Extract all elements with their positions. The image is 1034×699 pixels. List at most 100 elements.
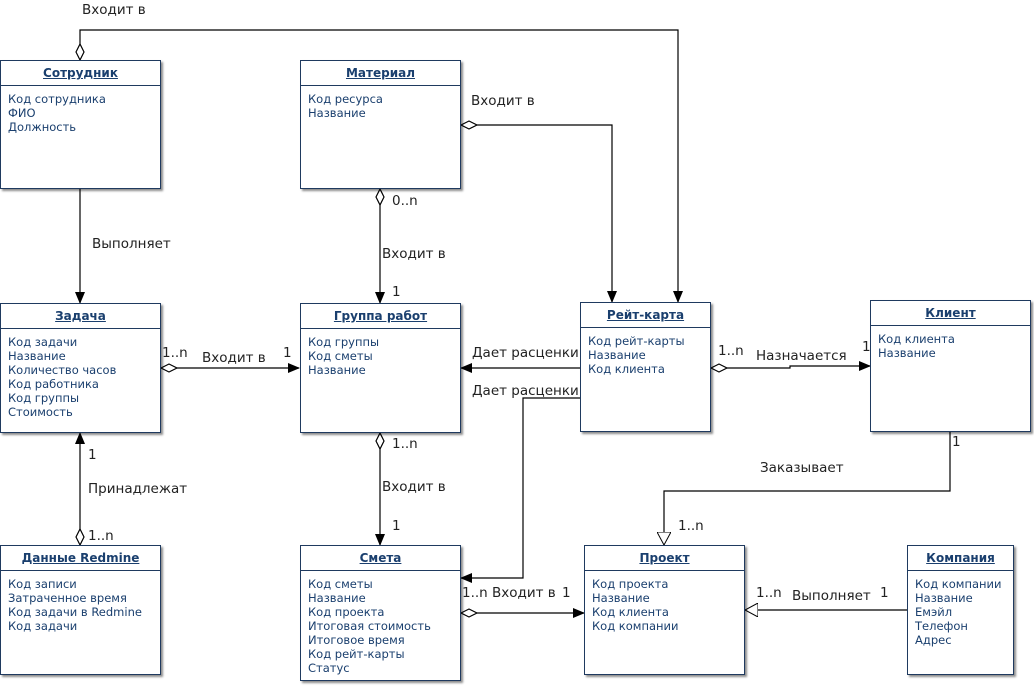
diamond-employee (75, 42, 85, 62)
label-group-one-left: 1 (283, 345, 292, 361)
label-estimate-one-top: 1 (392, 518, 401, 534)
edge-ratecard-estimate (460, 397, 580, 583)
attr: Код задачи (8, 335, 78, 349)
attr: Название (308, 591, 366, 605)
label-gives-rates-1: Дает расценки (472, 345, 579, 361)
attr: Код рейт-карты (308, 647, 405, 661)
label-task-mult: 1..n (162, 345, 188, 361)
label-estimate-in-project: Входит в (492, 585, 556, 601)
label-assigned: Назначается (756, 348, 847, 364)
attr: Код проекта (592, 577, 669, 591)
attr: ФИО (8, 106, 36, 120)
attr: Название (308, 106, 366, 120)
entity-material-attrs: Код ресурса Название (301, 86, 460, 126)
entity-task-attrs: Код задачи Название Количество часов Код… (1, 329, 160, 425)
attr: Код записи (8, 577, 77, 591)
diamond-task-right (159, 363, 179, 373)
label-belongs: Принадлежат (88, 481, 188, 497)
attr: Код клиента (592, 605, 669, 619)
attr: Название (878, 346, 936, 360)
entity-employee-attrs: Код сотрудника ФИО Должность (1, 86, 160, 140)
entity-employee-title: Сотрудник (1, 61, 160, 86)
entity-project-attrs: Код проекта Название Код клиента Код ком… (585, 571, 744, 639)
label-client-one-left: 1 (862, 339, 871, 355)
attr: Должность (8, 120, 77, 134)
entity-client[interactable]: Клиент Код клиента Название (870, 300, 1031, 432)
label-project-mult-top: 1..n (678, 518, 704, 534)
entity-rate-card-attrs: Код рейт-карты Название Код клиента (581, 328, 710, 382)
entity-work-group[interactable]: Группа работ Код группы Код сметы Назван… (300, 303, 461, 433)
entity-company[interactable]: Компания Код компании Название Емэйл Тел… (907, 545, 1014, 675)
attr: Код работника (8, 377, 99, 391)
entity-material[interactable]: Материал Код ресурса Название (300, 60, 461, 189)
attr: Код задачи в Redmine (8, 605, 142, 619)
entity-redmine-attrs: Код записи Затраченное время Код задачи … (1, 571, 160, 639)
attr: Телефон (915, 619, 968, 633)
entity-estimate-attrs: Код сметы Название Код проекта Итоговая … (301, 571, 460, 681)
diamond-estimate-right (459, 608, 479, 618)
label-project-one-left: 1 (562, 585, 571, 601)
attr: Стоимость (8, 405, 73, 419)
attr: Итоговая стоимость (308, 619, 431, 633)
entity-company-attrs: Код компании Название Емэйл Телефон Адре… (908, 571, 1013, 653)
entity-task-title: Задача (1, 304, 160, 329)
diamond-redmine-top (75, 527, 85, 547)
entity-material-title: Материал (301, 61, 460, 86)
entity-work-group-title: Группа работ (301, 304, 460, 329)
attr: Код сметы (308, 349, 373, 363)
attr: Итоговое время (308, 633, 405, 647)
label-estimate-mult: 1..n (462, 585, 488, 601)
attr: Адрес (915, 633, 952, 647)
attr: Код задачи (8, 619, 78, 633)
label-material-in-group: Входит в (382, 246, 446, 262)
entity-rate-card[interactable]: Рейт-карта Код рейт-карты Название Код к… (580, 302, 711, 432)
entity-redmine-title: Данные Redmine (1, 546, 160, 571)
entity-project-title: Проект (585, 546, 744, 571)
label-redmine-mult: 1..n (88, 528, 114, 544)
entity-rate-card-title: Рейт-карта (581, 303, 710, 328)
attr: Количество часов (8, 363, 117, 377)
edge-client-project (664, 432, 951, 545)
label-task-one-bottom: 1 (88, 447, 97, 463)
label-group-mult-bottom: 1..n (392, 436, 418, 452)
label-ratecard-mult: 1..n (718, 343, 744, 359)
entity-employee[interactable]: Сотрудник Код сотрудника ФИО Должность (0, 60, 161, 189)
attr: Код клиента (588, 362, 665, 376)
attr: Код рейт-карты (588, 334, 685, 348)
attr: Код компании (915, 577, 1002, 591)
attr: Код клиента (878, 332, 955, 346)
label-material-in-ratecard: Входит в (471, 93, 535, 109)
diamond-material-bottom (375, 187, 385, 207)
attr: Название (308, 363, 366, 377)
attr: Код группы (8, 391, 80, 405)
entity-task[interactable]: Задача Код задачи Название Количество ча… (0, 303, 161, 433)
entity-estimate[interactable]: Смета Код сметы Название Код проекта Ито… (300, 545, 461, 681)
entity-client-title: Клиент (871, 301, 1030, 326)
label-company-performs: Выполняет (792, 588, 871, 604)
label-gives-rates-2: Дает расценки (472, 383, 579, 399)
entity-company-title: Компания (908, 546, 1013, 571)
attr: Код проекта (308, 605, 385, 619)
entity-estimate-title: Смета (301, 546, 460, 571)
attr: Емэйл (915, 605, 953, 619)
entity-project[interactable]: Проект Код проекта Название Код клиента … (584, 545, 745, 675)
label-project-mult-right: 1..n (756, 585, 782, 601)
label-group-one-top: 1 (392, 284, 401, 300)
attr: Название (592, 591, 650, 605)
attr: Затраченное время (8, 591, 127, 605)
edge-employee-ratecard (79, 29, 683, 303)
attr: Код сотрудника (8, 92, 106, 106)
label-material-mult: 0..n (392, 193, 418, 209)
diamond-group-bottom (375, 431, 385, 451)
entity-client-attrs: Код клиента Название (871, 326, 1030, 366)
edge-material-ratecard (477, 124, 617, 303)
label-task-in-group: Входит в (202, 350, 266, 366)
edge-ratecard-client (727, 361, 871, 371)
label-performs: Выполняет (92, 236, 171, 252)
attr: Название (8, 349, 66, 363)
label-orders: Заказывает (760, 460, 844, 476)
entity-redmine[interactable]: Данные Redmine Код записи Затраченное вр… (0, 545, 161, 675)
label-group-in-estimate: Входит в (382, 479, 446, 495)
